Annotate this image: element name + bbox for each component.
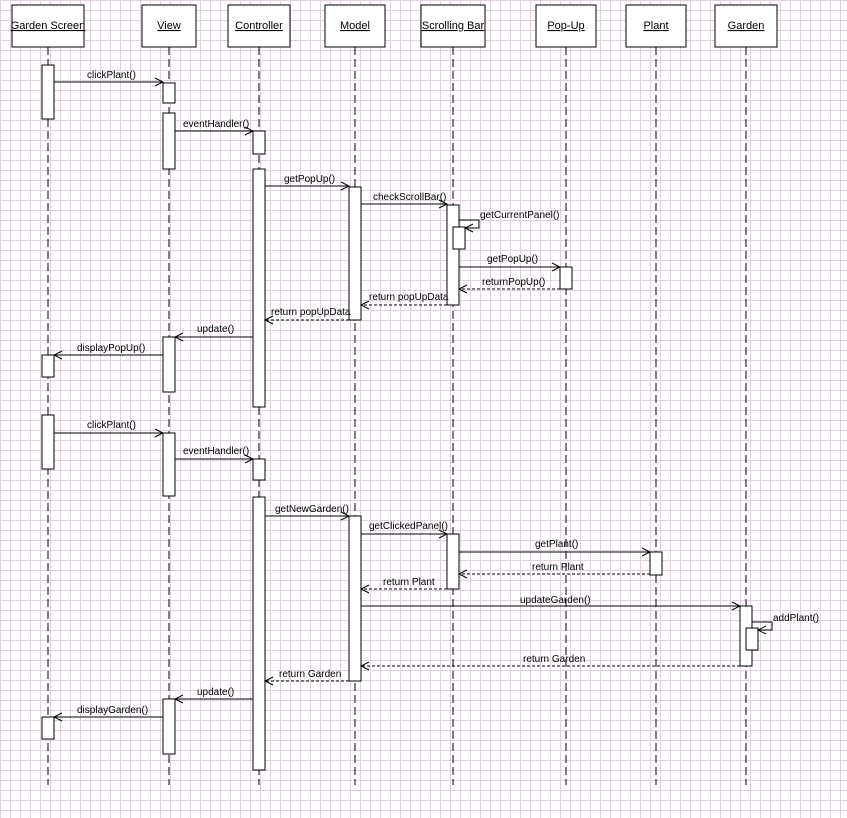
activation-bar bbox=[41, 414, 55, 470]
participant-box bbox=[141, 4, 197, 48]
message-call[interactable]: displayGarden() bbox=[54, 705, 163, 717]
participant-box bbox=[625, 4, 687, 48]
activation-bar bbox=[162, 82, 176, 104]
message-label: clickPlant() bbox=[87, 70, 136, 81]
message-label: return Garden bbox=[279, 669, 341, 680]
message-label: eventHandler() bbox=[183, 446, 249, 457]
activation-bar bbox=[348, 515, 362, 682]
participant-box bbox=[11, 4, 85, 48]
message-label: update() bbox=[197, 324, 234, 335]
message-label: getPopUp() bbox=[487, 254, 538, 265]
message-label: getPlant() bbox=[535, 539, 578, 550]
participant-model[interactable]: Model bbox=[324, 4, 386, 48]
participant-label: Pop-Up bbox=[547, 20, 584, 32]
participant-garden[interactable]: Garden bbox=[714, 4, 778, 48]
activation-bar bbox=[559, 266, 573, 290]
message-call[interactable]: clickPlant() bbox=[54, 420, 163, 433]
message-call[interactable]: eventHandler() bbox=[175, 119, 253, 131]
message-label: checkScrollBar() bbox=[373, 192, 446, 203]
message-return[interactable]: return Plant bbox=[459, 562, 650, 574]
message-return[interactable]: return popUpData bbox=[265, 307, 351, 320]
message-call[interactable]: update() bbox=[175, 324, 253, 337]
participant-box bbox=[420, 4, 486, 48]
message-call[interactable]: getClickedPanel() bbox=[361, 521, 448, 534]
message-label: update() bbox=[197, 687, 234, 698]
message-label: getClickedPanel() bbox=[369, 521, 448, 532]
message-call[interactable]: getPopUp() bbox=[265, 174, 349, 186]
message-call[interactable]: getPopUp() bbox=[459, 254, 560, 267]
activation-bar bbox=[252, 496, 266, 771]
message-call[interactable]: updateGarden() bbox=[361, 595, 740, 606]
message-label: displayGarden() bbox=[77, 705, 148, 716]
participant-label: Garden Screen bbox=[11, 20, 86, 32]
message-label: return Garden bbox=[523, 654, 585, 665]
message-label: return popUpData bbox=[369, 292, 449, 303]
message-label: getCurrentPanel() bbox=[480, 210, 559, 221]
message-return[interactable]: return Garden bbox=[361, 654, 740, 666]
message-label: return Plant bbox=[383, 577, 435, 588]
self-call-arrow bbox=[752, 621, 773, 630]
participant-label: Garden bbox=[728, 20, 765, 32]
message-label: returnPopUp() bbox=[482, 277, 545, 288]
activation-bar bbox=[446, 204, 460, 306]
message-label: clickPlant() bbox=[87, 420, 136, 431]
message-label: getNewGarden() bbox=[275, 504, 349, 515]
activation-bar bbox=[162, 336, 176, 393]
participant-label: Model bbox=[340, 20, 370, 32]
participant-label: Scrolling Bar bbox=[422, 20, 485, 32]
participant-box bbox=[324, 4, 386, 48]
participant-garden-screen[interactable]: Garden Screen bbox=[11, 4, 86, 48]
activation-bar bbox=[649, 551, 663, 576]
activation-bar bbox=[745, 627, 759, 651]
message-call[interactable]: clickPlant() bbox=[54, 70, 163, 82]
participant-box bbox=[535, 4, 597, 48]
message-label: displayPopUp() bbox=[77, 343, 145, 354]
participant-controller[interactable]: Controller bbox=[227, 4, 291, 48]
activation-bar bbox=[252, 168, 266, 408]
participant-label: Plant bbox=[643, 20, 668, 32]
message-call[interactable]: checkScrollBar() bbox=[361, 192, 447, 204]
activation-bar bbox=[41, 354, 55, 378]
message-label: return popUpData bbox=[271, 307, 351, 318]
participant-label: View bbox=[157, 20, 181, 32]
activation-bar bbox=[41, 716, 55, 740]
message-return[interactable]: return Garden bbox=[265, 669, 349, 681]
message-call[interactable]: getPlant() bbox=[459, 539, 650, 552]
message-call[interactable]: getNewGarden() bbox=[265, 504, 349, 516]
activation-bar bbox=[162, 112, 176, 170]
message-return[interactable]: return popUpData bbox=[361, 292, 449, 305]
activation-bar bbox=[41, 64, 55, 120]
activation-bar bbox=[252, 130, 266, 155]
participant-scrolling-bar[interactable]: Scrolling Bar bbox=[420, 4, 486, 48]
message-label: getPopUp() bbox=[284, 174, 335, 185]
participant-label: Controller bbox=[235, 20, 283, 32]
activation-bar bbox=[446, 533, 460, 590]
message-return[interactable]: returnPopUp() bbox=[459, 277, 560, 289]
message-call[interactable]: update() bbox=[175, 687, 253, 699]
participant-box bbox=[714, 4, 778, 48]
participant-plant[interactable]: Plant bbox=[625, 4, 687, 48]
message-call[interactable]: eventHandler() bbox=[175, 446, 253, 459]
self-call-arrow bbox=[459, 219, 480, 228]
participant-pop-up[interactable]: Pop-Up bbox=[535, 4, 597, 48]
activation-bar bbox=[452, 226, 466, 250]
message-label: return Plant bbox=[532, 562, 584, 573]
message-label: eventHandler() bbox=[183, 119, 249, 130]
activation-bar bbox=[252, 458, 266, 481]
activation-bar bbox=[348, 186, 362, 321]
message-call[interactable]: addPlant() bbox=[752, 613, 819, 630]
message-call[interactable]: getCurrentPanel() bbox=[459, 210, 559, 228]
message-call[interactable]: displayPopUp() bbox=[54, 343, 163, 355]
participant-view[interactable]: View bbox=[141, 4, 197, 48]
participant-box bbox=[227, 4, 291, 48]
message-return[interactable]: return Plant bbox=[361, 577, 447, 589]
message-label: addPlant() bbox=[773, 613, 819, 624]
activation-bar bbox=[162, 698, 176, 755]
activation-bar bbox=[162, 432, 176, 497]
message-label: updateGarden() bbox=[520, 595, 591, 606]
